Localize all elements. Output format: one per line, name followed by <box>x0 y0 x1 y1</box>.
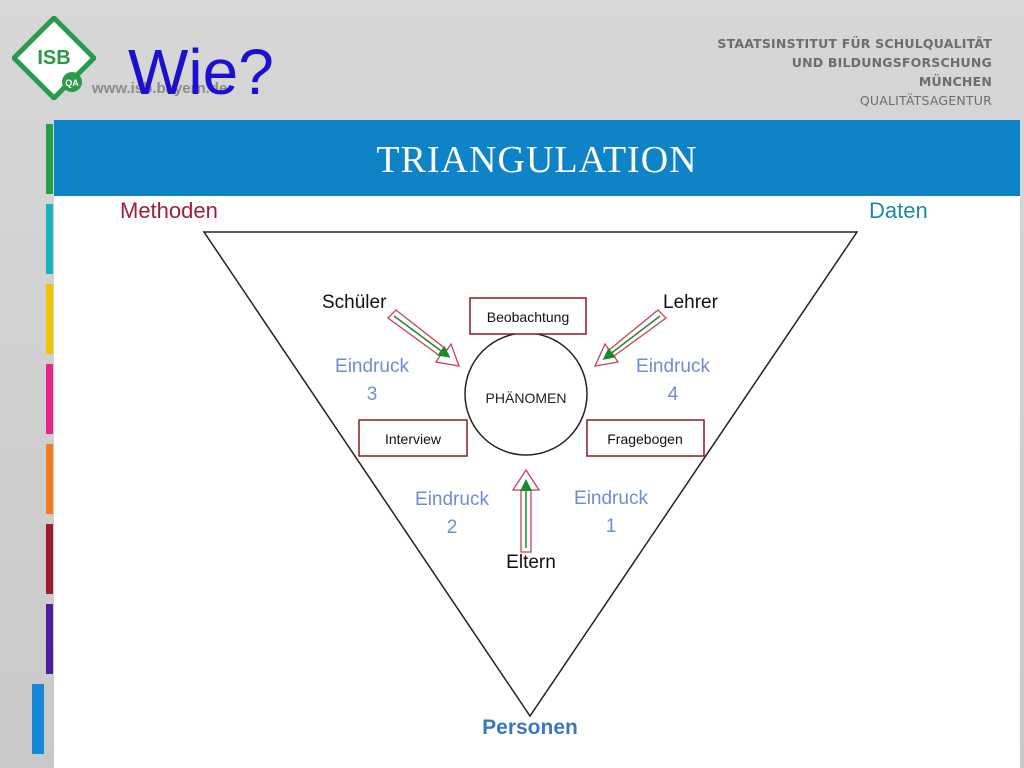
method-box-beobachtung <box>469 297 587 335</box>
diagram-panel: TRIANGULATION Methoden Daten Personen PH… <box>54 120 1020 768</box>
impression-4: Eindruck 4 <box>636 356 710 405</box>
institute-line-4: QUALITÄTSAGENTUR <box>859 93 992 108</box>
triangulation-diagram: Methoden Daten Personen PHÄNOMEN Beobach… <box>120 198 928 739</box>
impression-3-word: Eindruck <box>335 356 409 377</box>
color-stripe-blue <box>32 684 44 754</box>
method-label-fragebogen: Fragebogen <box>607 431 683 447</box>
color-stripe-darkred <box>46 524 53 594</box>
phenomenon-label: PHÄNOMEN <box>486 390 567 406</box>
corner-label-methoden: Methoden <box>120 198 218 223</box>
impression-1-word: Eindruck <box>574 488 648 509</box>
diagram-title: TRIANGULATION <box>376 139 698 181</box>
color-stripe-teal <box>46 204 53 274</box>
impression-2: Eindruck 2 <box>415 489 489 538</box>
corner-label-personen: Personen <box>482 716 578 739</box>
triangle-outline <box>202 231 859 718</box>
corner-label-daten: Daten <box>869 198 928 223</box>
impression-4-word: Eindruck <box>636 356 710 377</box>
color-stripe-yellow <box>46 284 53 354</box>
institute-name: STAATSINSTITUT FÜR SCHULQUALITÄT UND BIL… <box>717 34 992 110</box>
color-stripe-green <box>46 124 53 194</box>
diagram-title-bar <box>54 120 1020 196</box>
institute-line-3: MÜNCHEN <box>918 74 992 89</box>
logo-badge <box>62 72 82 92</box>
impression-3: Eindruck 3 <box>335 356 409 405</box>
institute-line-1: STAATSINSTITUT FÜR SCHULQUALITÄT <box>717 36 992 51</box>
logo-badge-text: QA <box>65 78 79 88</box>
person-label-lehrer: Lehrer <box>663 292 719 313</box>
slide-header: ISB QA www.isb.bayern.de Wie? STAATSINST… <box>0 0 1024 120</box>
logo-text: ISB <box>37 47 70 69</box>
person-label-eltern: Eltern <box>506 552 556 573</box>
impression-3-number: 3 <box>367 384 378 405</box>
impression-2-word: Eindruck <box>415 489 489 510</box>
method-label-beobachtung: Beobachtung <box>487 309 570 325</box>
method-box-fragebogen <box>586 419 705 457</box>
arrow-schueler <box>387 309 460 367</box>
slide-title: Wie? <box>128 36 274 108</box>
impression-1-number: 1 <box>606 516 617 537</box>
method-label-interview: Interview <box>385 431 442 447</box>
impression-1: Eindruck 1 <box>574 488 648 537</box>
method-box-interview <box>358 419 468 457</box>
logo-url: www.isb.bayern.de <box>92 80 228 97</box>
impression-2-number: 2 <box>447 517 458 538</box>
color-stripe-purple <box>46 604 53 674</box>
arrow-eltern <box>511 468 541 553</box>
impression-4-number: 4 <box>668 384 679 405</box>
isb-logo: ISB QA <box>12 16 96 100</box>
person-label-schueler: Schüler <box>322 292 387 313</box>
color-stripe-orange <box>46 444 53 514</box>
arrow-lehrer <box>593 309 667 367</box>
color-stripe-magenta <box>46 364 53 434</box>
institute-line-2: UND BILDUNGSFORSCHUNG <box>791 55 992 70</box>
